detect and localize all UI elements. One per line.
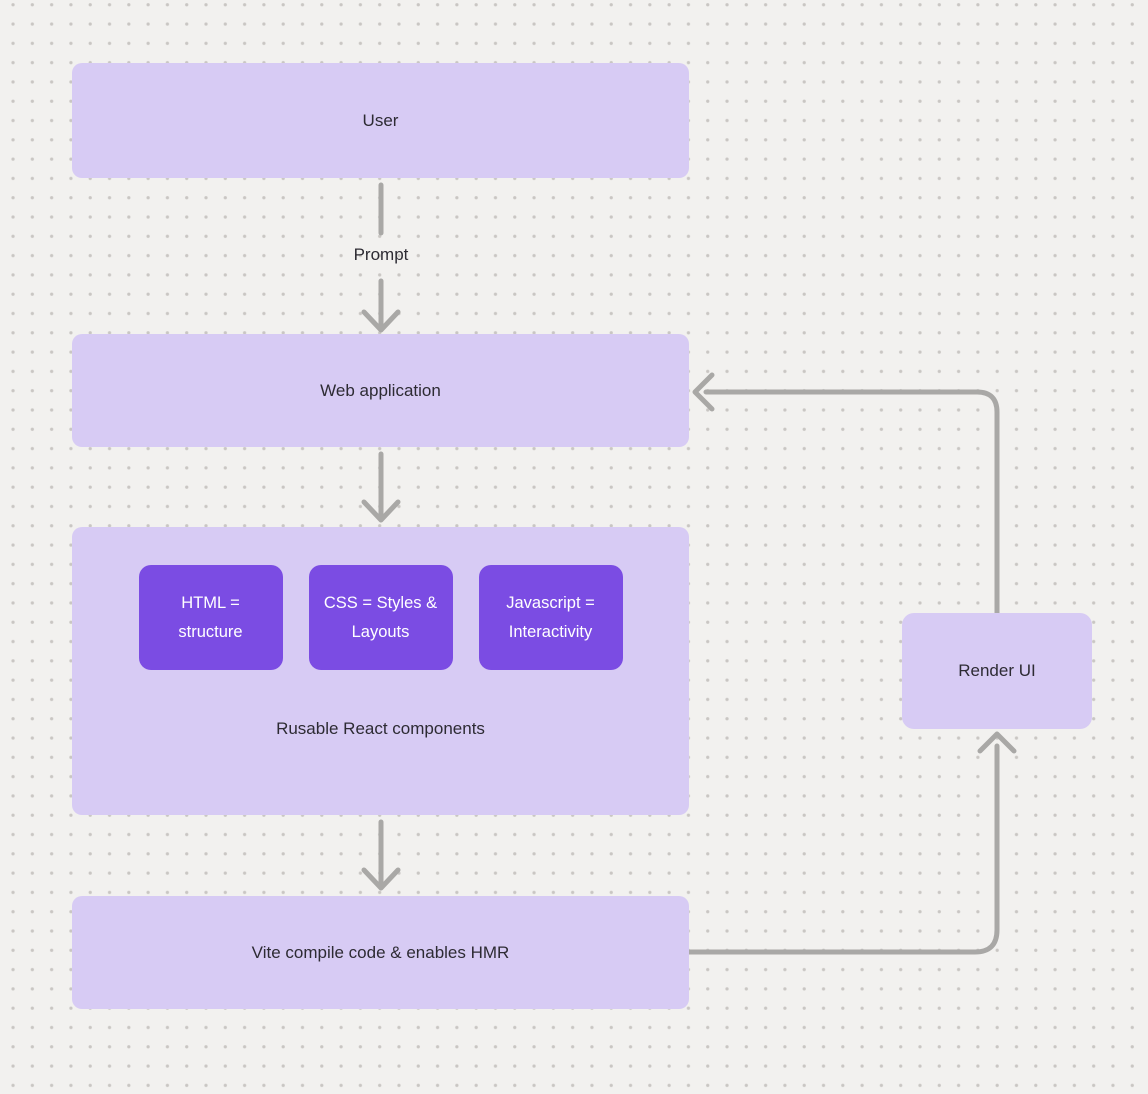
node-web-application-label: Web application (320, 380, 441, 400)
edge-render-ui-to-webapp (692, 372, 1000, 616)
arrowhead-down-icon (361, 309, 401, 333)
chip-css: CSS = Styles & Layouts (308, 565, 453, 670)
arrowhead-down-icon (361, 867, 401, 891)
arrowhead-up-icon (977, 731, 1017, 754)
connector-line (686, 743, 1000, 955)
chip-html: HTML = structure (138, 565, 283, 670)
node-user: User (72, 63, 689, 178)
node-web-application: Web application (72, 334, 689, 447)
chip-html-label: HTML = structure (178, 594, 243, 641)
chip-javascript-label: Javascript = Interactivity (506, 594, 595, 641)
components-chip-row: HTML = structure CSS = Styles & Layouts … (72, 565, 689, 670)
edge-vite-to-render-ui (686, 731, 1017, 955)
edge-webapp-to-components (361, 451, 401, 523)
connector-line (703, 389, 1000, 616)
node-render-ui: Render UI (902, 613, 1092, 729)
chip-javascript: Javascript = Interactivity (478, 565, 623, 670)
components-group-caption: Rusable React components (276, 719, 485, 738)
chip-css-label: CSS = Styles & Layouts (323, 594, 438, 641)
arrowhead-down-icon (361, 499, 401, 523)
node-vite: Vite compile code & enables HMR (72, 896, 689, 1009)
arrowhead-left-icon (692, 372, 715, 412)
node-vite-label: Vite compile code & enables HMR (251, 942, 510, 962)
edge-user-to-webapp (361, 182, 401, 333)
node-user-label: User (362, 110, 399, 130)
edge-label-prompt: Prompt (353, 245, 409, 264)
node-components-group: HTML = structure CSS = Styles & Layouts … (72, 527, 689, 815)
edge-components-to-vite (361, 819, 401, 891)
node-render-ui-label: Render UI (958, 661, 1036, 680)
